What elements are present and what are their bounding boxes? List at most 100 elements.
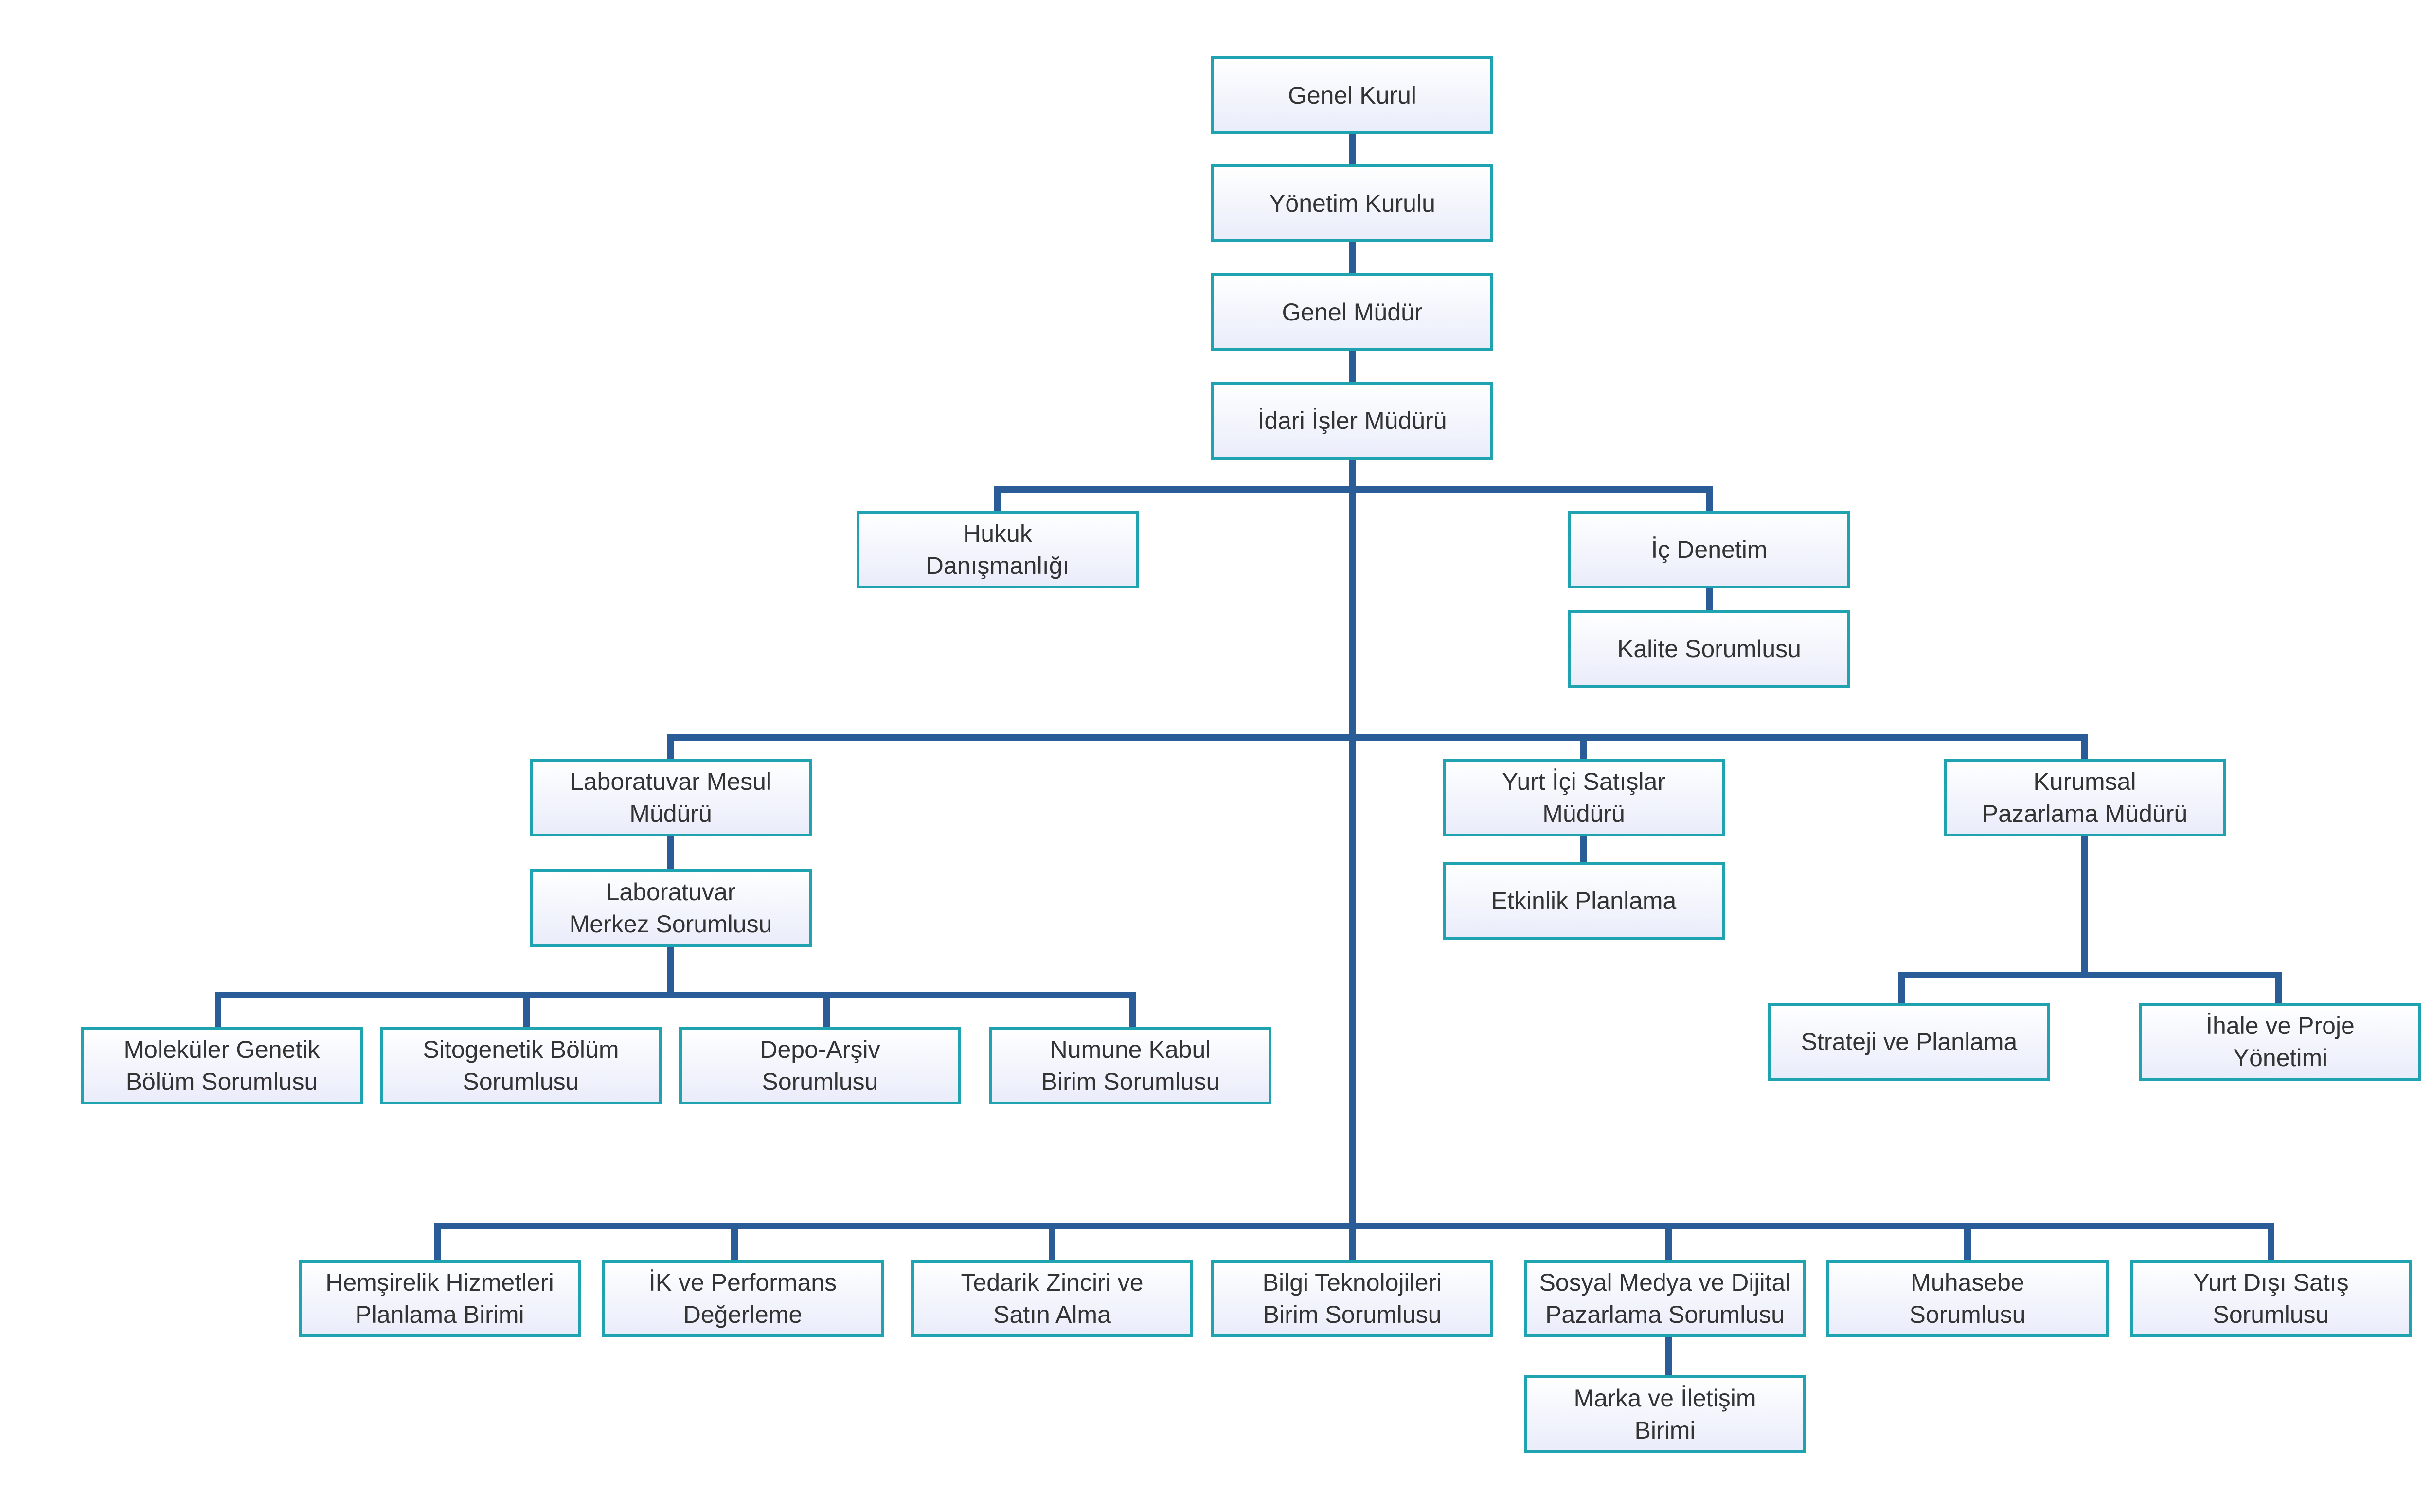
org-box-label: Hukuk <box>963 520 1033 547</box>
org-box-label: Bölüm Sorumlusu <box>126 1068 318 1095</box>
org-box-label: Muhasebe <box>1911 1269 2024 1296</box>
org-box-label: Tedarik Zinciri ve <box>961 1269 1143 1296</box>
org-box <box>1568 511 1850 588</box>
org-box <box>602 1260 884 1337</box>
org-box-label: Pazarlama Sorumlusu <box>1545 1301 1785 1328</box>
org-box <box>1524 1260 1806 1337</box>
org-box-label: Sorumlusu <box>463 1068 579 1095</box>
connector-line <box>1898 972 2282 1004</box>
org-box-label: Yönetimi <box>2233 1044 2328 1071</box>
org-box-label: Sorumlusu <box>2213 1301 2329 1328</box>
org-box <box>1768 1003 2050 1081</box>
org-box-label: Genel Kurul <box>1288 82 1416 109</box>
org-box <box>1211 56 1493 134</box>
org-box <box>380 1027 662 1104</box>
org-box <box>299 1260 581 1337</box>
org-box <box>81 1027 363 1104</box>
org-box-label: Yönetim Kurulu <box>1269 190 1435 217</box>
org-box-label: Laboratuvar <box>606 878 736 906</box>
org-box <box>1944 759 2226 836</box>
org-box-label: İK ve Performans <box>649 1269 837 1296</box>
org-box-label: Danışmanlığı <box>926 552 1070 579</box>
org-node-kalite-sorumlusu: Kalite Sorumlusu <box>1568 610 1850 688</box>
org-box-label: Sosyal Medya ve Dijital <box>1539 1269 1791 1296</box>
org-node-ic-denetim: İç Denetim <box>1568 511 1850 588</box>
org-box-label: Laboratuvar Mesul <box>570 768 771 795</box>
org-box <box>911 1260 1193 1337</box>
org-box-label: Satın Alma <box>993 1301 1111 1328</box>
org-node-genel-kurul: Genel Kurul <box>1211 56 1493 134</box>
org-box-label: Moleküler Genetik <box>124 1036 321 1063</box>
org-box <box>2130 1260 2412 1337</box>
org-box-label: Strateji ve Planlama <box>1801 1028 2018 1055</box>
org-box-label: Sitogenetik Bölüm <box>423 1036 619 1063</box>
org-box <box>1524 1375 1806 1453</box>
org-box-label: Bilgi Teknolojileri <box>1263 1269 1442 1296</box>
org-box-label: Yurt İçi Satışlar <box>1502 768 1665 795</box>
org-node-genel-mudur: Genel Müdür <box>1211 273 1493 351</box>
org-box-label: Birimi <box>1635 1417 1696 1444</box>
org-box <box>1568 610 1850 688</box>
org-box <box>1443 862 1725 940</box>
org-box-label: Sorumlusu <box>762 1068 878 1095</box>
org-box-label: Hemşirelik Hizmetleri <box>325 1269 554 1296</box>
org-box <box>1211 382 1493 460</box>
connector-line <box>994 486 1713 512</box>
org-box <box>1211 164 1493 242</box>
org-box-label: Marka ve İletişim <box>1574 1385 1756 1412</box>
org-box-label: Müdürü <box>1542 800 1625 827</box>
org-box-label: Kurumsal <box>2033 768 2136 795</box>
org-box-label: Kalite Sorumlusu <box>1617 635 1801 662</box>
org-node-tedarik-zinciri: Tedarik Zinciri ve Satın Alma <box>911 1260 1193 1337</box>
org-node-etkinlik-planlama: Etkinlik Planlama <box>1443 862 1725 940</box>
org-box <box>2139 1003 2421 1081</box>
org-box-label: Genel Müdür <box>1282 299 1422 326</box>
org-box <box>989 1027 1271 1104</box>
connector-line <box>434 1223 2274 1261</box>
connector-lines <box>215 58 2282 1377</box>
org-box-label: Müdürü <box>629 800 712 827</box>
org-box <box>1826 1260 2109 1337</box>
org-box-label: Yurt Dışı Satış <box>2193 1269 2349 1296</box>
org-box-label: Birim Sorumlusu <box>1041 1068 1220 1095</box>
connector-line <box>667 734 2088 760</box>
org-box-label: Planlama Birimi <box>355 1301 524 1328</box>
org-box-label: Birim Sorumlusu <box>1263 1301 1442 1328</box>
org-box <box>1211 1260 1493 1337</box>
org-box <box>1443 759 1725 836</box>
org-box-label: İhale ve Proje <box>2206 1012 2355 1039</box>
org-box <box>857 511 1139 588</box>
org-box-label: Merkez Sorumlusu <box>570 910 772 938</box>
org-box-label: Numune Kabul <box>1050 1036 1211 1063</box>
org-box-label: Etkinlik Planlama <box>1491 887 1677 914</box>
org-box-label: Sorumlusu <box>1910 1301 2026 1328</box>
org-node-strateji-planlama: Strateji ve Planlama <box>1768 1003 2050 1081</box>
org-box-label: Pazarlama Müdürü <box>1982 800 2187 827</box>
org-node-yonetim-kurulu: Yönetim Kurulu <box>1211 164 1493 242</box>
connector-line <box>215 992 1136 1028</box>
org-box <box>679 1027 961 1104</box>
org-box-label: Değerleme <box>683 1301 803 1328</box>
org-box <box>530 869 812 947</box>
org-box <box>1211 273 1493 351</box>
org-node-idari-isler-muduru: İdari İşler Müdürü <box>1211 382 1493 460</box>
